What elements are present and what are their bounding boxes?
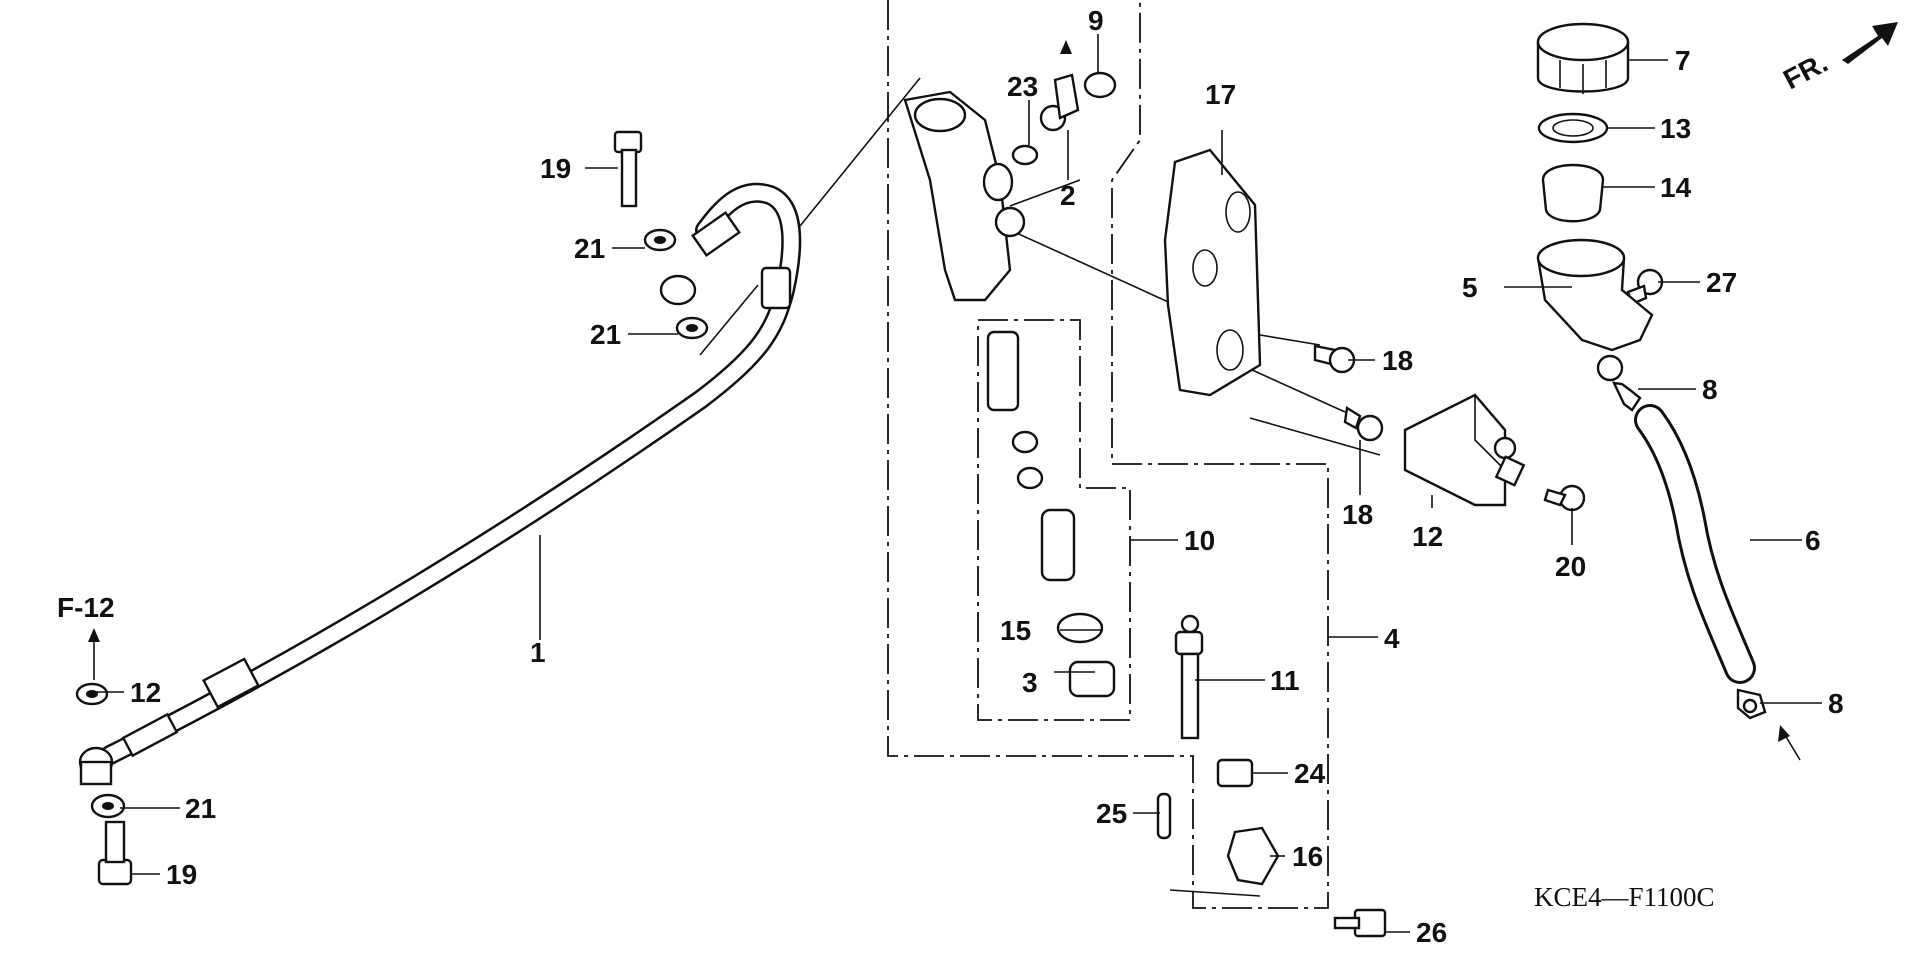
callout-9: 9 <box>1088 5 1104 36</box>
mounting-plate-part <box>1163 148 1262 397</box>
callout-12: 12 <box>130 677 161 708</box>
reservoir-hose-part <box>1634 404 1767 720</box>
callout-16: 16 <box>1292 841 1323 872</box>
callout-26: 26 <box>1416 917 1447 948</box>
callout-21: 21 <box>574 233 605 264</box>
callout-17: 17 <box>1205 79 1236 110</box>
callout-10: 10 <box>1184 525 1215 556</box>
up-arrow-icon <box>88 628 100 642</box>
bolt-part <box>97 130 643 886</box>
callout-18: 18 <box>1382 345 1413 376</box>
callout-11: 11 <box>1270 665 1300 696</box>
diagram-reference-code: KCE4—F1100C <box>1534 882 1715 912</box>
callout-18: 18 <box>1342 499 1373 530</box>
joint-and-pin-parts <box>1156 792 1387 938</box>
piston-set-part <box>986 330 1116 698</box>
group-boundary-lines <box>887 0 1329 909</box>
callout-23: 23 <box>1007 71 1038 102</box>
callout-13: 13 <box>1660 113 1691 144</box>
callout-27: 27 <box>1706 267 1737 298</box>
push-rod-part <box>1174 614 1254 788</box>
callout-8: 8 <box>1702 374 1718 405</box>
callout-24: 24 <box>1294 758 1326 789</box>
brake-hose-part <box>78 182 802 786</box>
callout-4: 4 <box>1384 623 1400 654</box>
reservoir-guard-part <box>1403 393 1526 507</box>
callout-1: 1 <box>530 637 546 668</box>
callout-20: 20 <box>1555 551 1586 582</box>
front-direction-arrow-icon <box>1842 22 1898 64</box>
master-cylinder-part <box>903 71 1117 302</box>
callout-labels: 1 2 3 4 5 6 7 8 8 9 10 11 12 12 13 14 15… <box>57 5 1844 948</box>
callout-8: 8 <box>1828 688 1844 719</box>
reservoir-part <box>1536 22 1654 412</box>
callout-leaders <box>93 34 1822 933</box>
up-arrow-icon <box>1060 40 1072 54</box>
callout-21: 21 <box>590 319 621 350</box>
callout-3: 3 <box>1022 667 1038 698</box>
callout-12: 12 <box>1412 521 1443 552</box>
callout-19: 19 <box>166 859 197 890</box>
callout-5: 5 <box>1462 272 1478 303</box>
sealing-washer-parts <box>75 228 709 819</box>
small-bolt-parts <box>1313 268 1664 512</box>
front-indicator-label: FR. <box>1778 47 1832 96</box>
page-reference-label: F-12 <box>57 592 115 623</box>
callout-7: 7 <box>1675 45 1691 76</box>
callout-25: 25 <box>1096 798 1127 829</box>
up-arrow-icon <box>1778 725 1790 742</box>
callout-19: 19 <box>540 153 571 184</box>
callout-2: 2 <box>1060 180 1076 211</box>
callout-14: 14 <box>1660 172 1692 203</box>
callout-15: 15 <box>1000 615 1031 646</box>
callout-6: 6 <box>1805 525 1821 556</box>
arrows <box>88 22 1898 761</box>
callout-21: 21 <box>185 793 216 824</box>
